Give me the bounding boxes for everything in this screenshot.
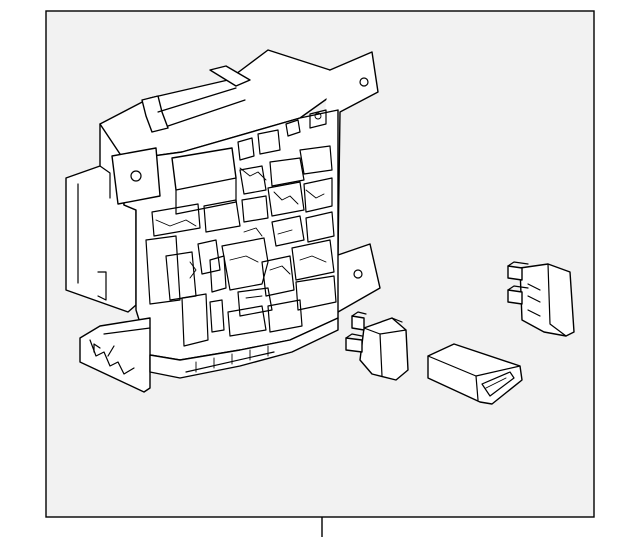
blade-fuse <box>507 261 575 337</box>
fuse-box-assembly <box>65 49 381 393</box>
relay <box>345 311 409 381</box>
fuse-puller <box>427 343 523 405</box>
